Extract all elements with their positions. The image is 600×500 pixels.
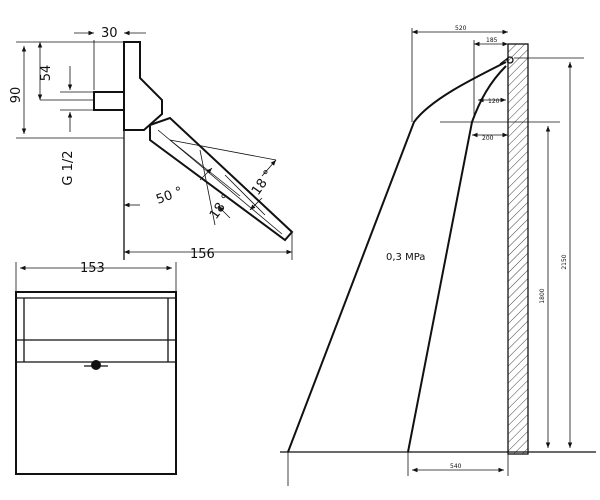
nozzle bbox=[506, 56, 514, 64]
dim-156-label: 156 bbox=[190, 247, 215, 262]
dim-90-label: 90 bbox=[9, 87, 24, 104]
angle-18b-label: 18 ° bbox=[249, 167, 277, 198]
dim-153-label: 153 bbox=[80, 261, 105, 276]
spray-diagram: 0,3 MPa 520 185 120 200 2150 1800 540 bbox=[280, 25, 596, 486]
front-button bbox=[91, 360, 101, 370]
spray-outer-edge bbox=[287, 61, 507, 453]
dim-185-label: 185 bbox=[486, 37, 498, 44]
wall-hatched bbox=[507, 43, 529, 455]
side-view: 30 90 54 G 1/2 50 ° 18 ° 18 ° 156 bbox=[9, 26, 294, 262]
front-view: 153 bbox=[15, 261, 177, 475]
front-body bbox=[15, 291, 177, 475]
dim-120-label: 120 bbox=[488, 98, 500, 105]
dim-540-label: 540 bbox=[450, 463, 462, 470]
dim-54-label: 54 bbox=[39, 65, 54, 82]
dim-1800-label: 1800 bbox=[539, 288, 546, 303]
angle-50-label: 50 ° bbox=[154, 184, 185, 207]
mount-body bbox=[123, 41, 163, 131]
thread-label: G 1/2 bbox=[61, 150, 76, 185]
angle-18a-label: 18 ° bbox=[207, 191, 235, 222]
dim-200-label: 200 bbox=[482, 135, 494, 142]
dim-520-label: 520 bbox=[455, 25, 467, 32]
pressure-label: 0,3 MPa bbox=[386, 252, 425, 263]
pipe-connector bbox=[93, 91, 125, 111]
dim-30-label: 30 bbox=[101, 26, 118, 41]
dim-2150-label: 2150 bbox=[561, 254, 568, 269]
